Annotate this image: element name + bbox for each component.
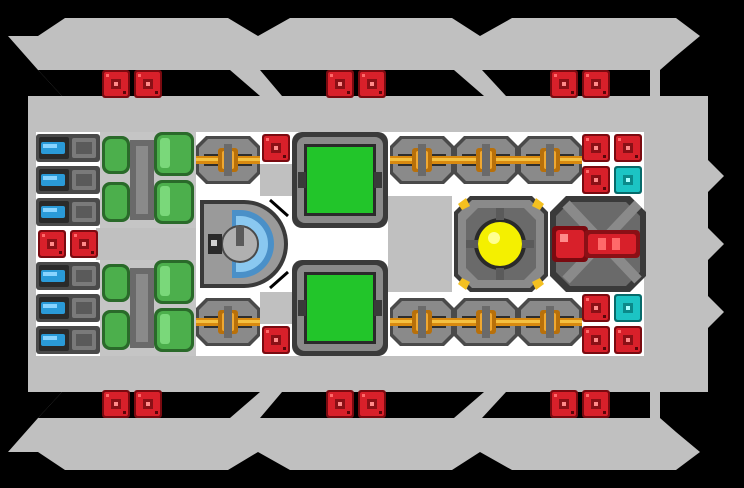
cyan-armor-block-icon[interactable]: [614, 294, 642, 322]
red-armor-block-icon[interactable]: [582, 134, 610, 162]
red-armor-block-icon[interactable]: [134, 390, 162, 418]
control-screen-icon[interactable]: [292, 260, 388, 356]
red-armor-block-icon[interactable]: [38, 230, 66, 258]
red-armor-block-icon[interactable]: [614, 326, 642, 354]
red-armor-block-icon[interactable]: [358, 70, 386, 98]
thruster-icon[interactable]: [518, 136, 582, 184]
red-armor-block-icon[interactable]: [262, 134, 290, 162]
fuel-tank-icon[interactable]: [100, 260, 196, 356]
battery-icon[interactable]: [36, 198, 100, 226]
cockpit-icon[interactable]: [200, 198, 289, 290]
cannon-turret-icon[interactable]: [550, 196, 646, 292]
red-armor-block-icon[interactable]: [102, 70, 130, 98]
cyan-armor-block-icon[interactable]: [614, 166, 642, 194]
red-armor-block-icon[interactable]: [326, 70, 354, 98]
corridor: [96, 228, 196, 260]
thruster-icon[interactable]: [454, 298, 518, 346]
red-armor-block-icon[interactable]: [262, 326, 290, 354]
corridor: [388, 196, 452, 292]
battery-icon[interactable]: [36, 326, 100, 354]
red-armor-block-icon[interactable]: [582, 390, 610, 418]
reactor-core-icon[interactable]: [454, 196, 548, 292]
battery-icon[interactable]: [36, 294, 100, 322]
red-armor-block-icon[interactable]: [358, 390, 386, 418]
corridor: [260, 292, 292, 324]
battery-icon[interactable]: [36, 134, 100, 162]
red-armor-block-icon[interactable]: [614, 134, 642, 162]
red-armor-block-icon[interactable]: [550, 70, 578, 98]
red-armor-block-icon[interactable]: [102, 390, 130, 418]
thruster-icon[interactable]: [518, 298, 582, 346]
battery-icon[interactable]: [36, 262, 100, 290]
battery-icon[interactable]: [36, 166, 100, 194]
red-armor-block-icon[interactable]: [582, 294, 610, 322]
fuel-tank-icon[interactable]: [100, 132, 196, 228]
thruster-icon[interactable]: [390, 136, 454, 184]
red-armor-block-icon[interactable]: [582, 70, 610, 98]
red-armor-block-icon[interactable]: [134, 70, 162, 98]
red-armor-block-icon[interactable]: [70, 230, 98, 258]
red-armor-block-icon[interactable]: [326, 390, 354, 418]
red-armor-block-icon[interactable]: [582, 326, 610, 354]
corridor: [260, 164, 292, 196]
thruster-icon[interactable]: [196, 298, 260, 346]
control-screen-icon[interactable]: [292, 132, 388, 228]
red-armor-block-icon[interactable]: [582, 166, 610, 194]
red-armor-block-icon[interactable]: [550, 390, 578, 418]
thruster-icon[interactable]: [454, 136, 518, 184]
thruster-icon[interactable]: [196, 136, 260, 184]
thruster-icon[interactable]: [390, 298, 454, 346]
